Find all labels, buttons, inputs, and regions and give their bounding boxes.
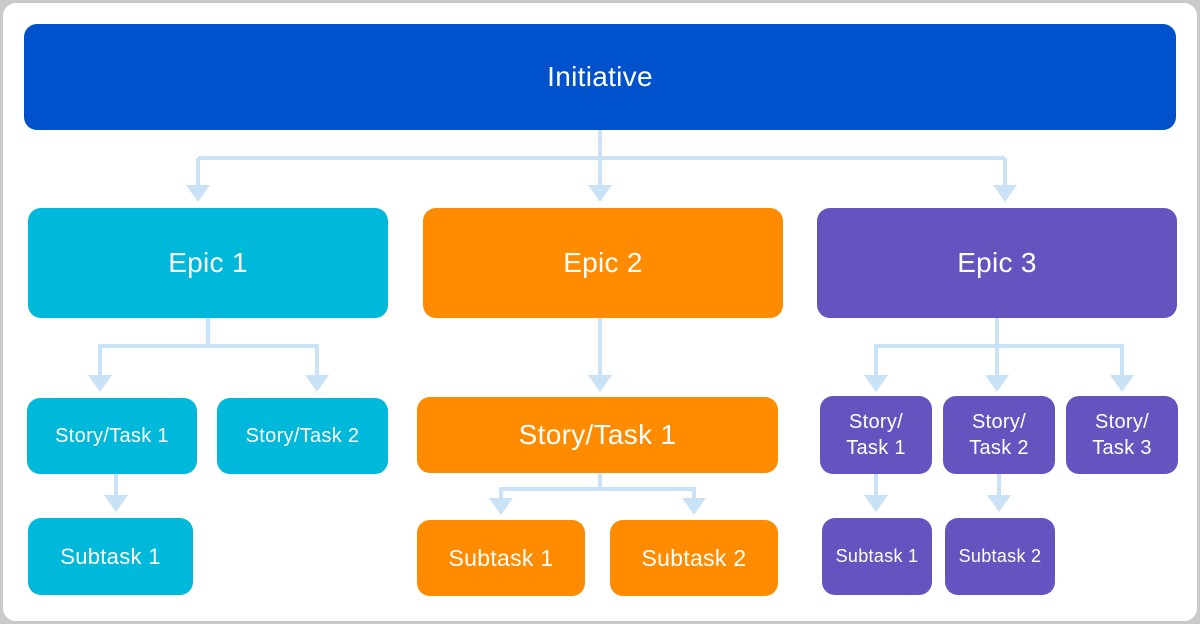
epic3-story-task-3-node: Story/​Task 3 xyxy=(1066,396,1178,474)
epic2-subtask-1-node: Subtask 1 xyxy=(417,520,585,596)
epic2-subtask-2-node: Subtask 2 xyxy=(610,520,778,596)
epic1-subtask-1-node: Subtask 1 xyxy=(28,518,193,595)
epic1-story-task-1-node: Story/Task 1 xyxy=(27,398,197,474)
epic3-story-task-1-node: Story/​Task 1 xyxy=(820,396,932,474)
epic-1-node: Epic 1 xyxy=(28,208,388,318)
epic-3-node: Epic 3 xyxy=(817,208,1177,318)
epic3-subtask-1-node: Subtask 1 xyxy=(822,518,932,595)
epic3-subtask-2-node: Subtask 2 xyxy=(945,518,1055,595)
initiative-node: Initiative xyxy=(24,24,1176,130)
epic3-story-task-2-node: Story/​Task 2 xyxy=(943,396,1055,474)
epic2-story-task-1-node: Story/Task 1 xyxy=(417,397,778,473)
epic1-story-task-2-node: Story/Task 2 xyxy=(217,398,388,474)
epic-2-node: Epic 2 xyxy=(423,208,783,318)
